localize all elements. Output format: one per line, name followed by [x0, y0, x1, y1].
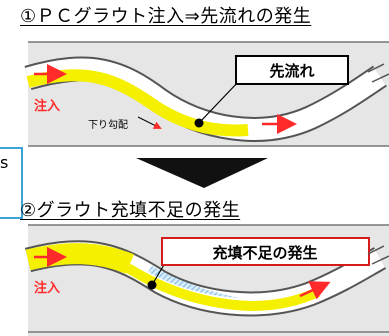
panel-step1: 注入 下り勾配 先流れ — [24, 41, 389, 147]
callout-box-2 — [161, 237, 370, 266]
void-region — [148, 266, 240, 298]
heading-step2: ②グラウト充填不足の発生 — [20, 200, 241, 221]
side-box-mark: s — [0, 153, 8, 172]
slope-label: 下り勾配 — [88, 118, 128, 131]
grout-front-dot-1 — [194, 118, 204, 128]
callout-box-1 — [235, 55, 349, 85]
callout-leader-1 — [198, 79, 241, 124]
grout-fill-1 — [26, 69, 249, 137]
side-box-left — [0, 147, 23, 219]
inject-label-2: 注入 — [34, 280, 60, 296]
transition-arrow — [136, 158, 268, 188]
heading-step1: ①ＰＣグラウト注入⇒先流れの発生 — [20, 6, 312, 27]
flow-arrow-2 — [299, 281, 331, 300]
outlet-pipe-2 — [367, 245, 389, 265]
callout-label-2: 充填不足の発生 — [212, 244, 317, 262]
slope-arrow — [137, 116, 162, 129]
panel-step2: 注入 充填不足の発生 — [24, 224, 389, 336]
void-dot-2 — [147, 280, 157, 290]
inject-label-1: 注入 — [34, 98, 60, 114]
callout-label-1: 先流れ — [269, 62, 314, 80]
outlet-pipe-1 — [367, 63, 389, 83]
grout-fill-2 — [25, 243, 134, 274]
